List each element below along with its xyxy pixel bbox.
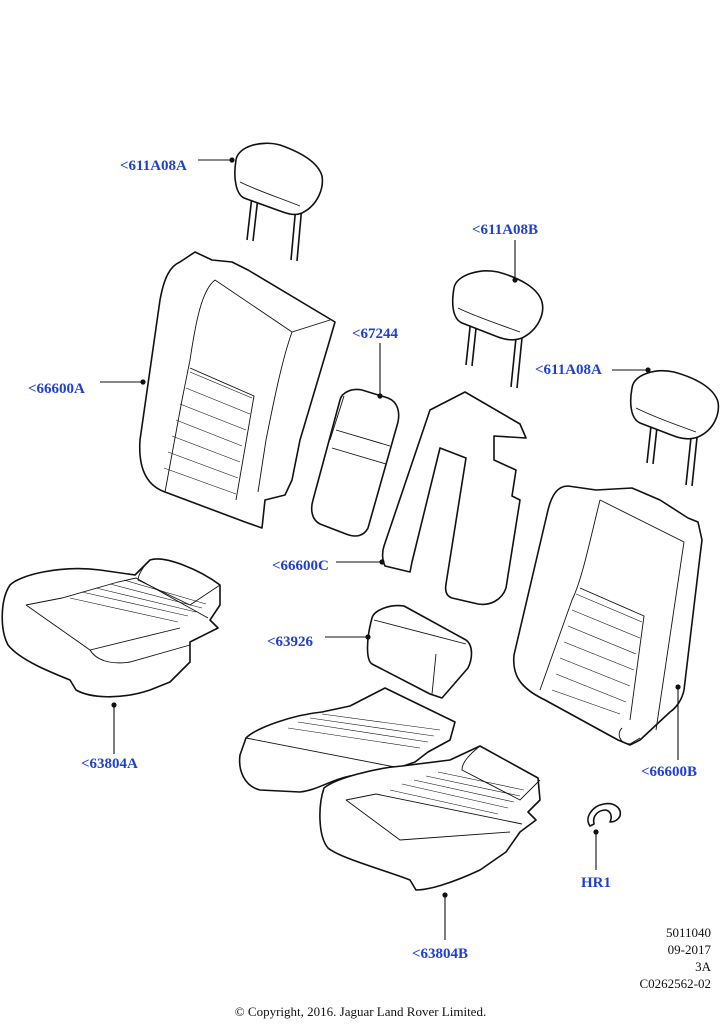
meta-code: 5011040	[665, 925, 711, 940]
meta-date: 09-2017	[667, 942, 711, 957]
headrest-right	[629, 370, 720, 487]
callout-seat-cushion-center[interactable]: <63804B	[412, 946, 469, 962]
seat-cushion-center	[238, 687, 541, 891]
leader-lines	[100, 157, 681, 940]
callout-headrest-center[interactable]: <611A08B	[472, 222, 539, 238]
callout-seat-cushion-left[interactable]: <63804A	[81, 756, 138, 772]
armrest	[310, 388, 400, 537]
hog-ring	[587, 802, 622, 827]
seat-back-right	[512, 485, 703, 746]
callout-seat-cushion-pad[interactable]: <63926	[267, 634, 314, 650]
copyright-notice: © Copyright, 2016. Jaguar Land Rover Lim…	[234, 1004, 487, 1019]
callout-hog-ring[interactable]: HR1	[581, 875, 611, 891]
callout-seat-back-left[interactable]: <66600A	[28, 381, 85, 397]
callout-seat-back-frame[interactable]: <66600C	[272, 558, 329, 574]
meta-revision: 3A	[695, 959, 711, 974]
seat-back-left	[138, 251, 336, 529]
illustration-meta: 5011040 09-2017 3A C0262562-02	[640, 924, 712, 992]
callout-headrest-left[interactable]: <611A08A	[120, 158, 187, 174]
seat-cushion-pad	[366, 604, 473, 699]
headrest-left	[234, 142, 324, 262]
meta-illustration-id: C0262562-02	[639, 976, 712, 991]
headrest-center	[451, 270, 544, 389]
seat-back-frame	[381, 391, 527, 606]
callout-armrest[interactable]: <67244	[352, 326, 399, 342]
callout-headrest-right[interactable]: <611A08A	[535, 362, 602, 378]
seat-cushion-left	[1, 558, 221, 698]
callout-seat-back-right[interactable]: <66600B	[641, 764, 698, 780]
